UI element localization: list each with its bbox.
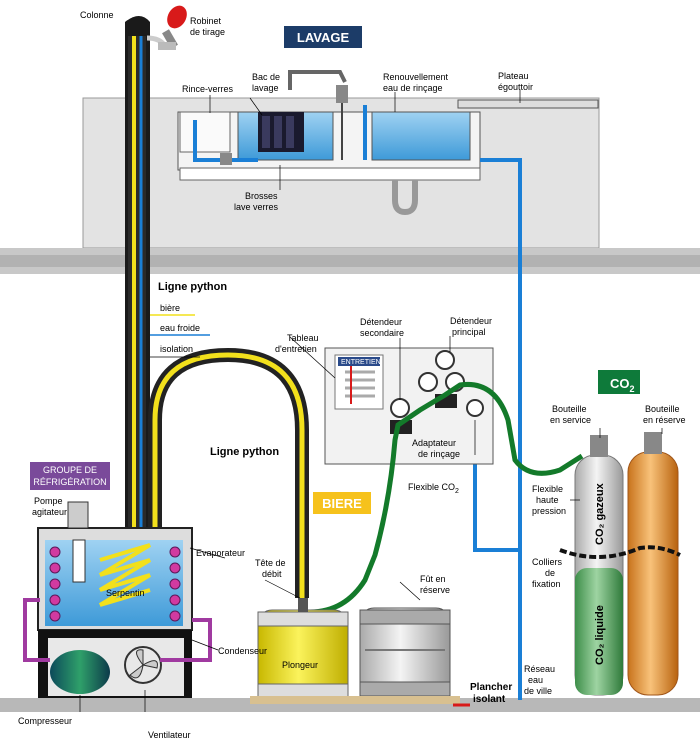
label-plancher-2: isolant [473,694,506,705]
python-line-arc [148,347,309,600]
label-robinet-2: de tirage [190,27,225,37]
label-reseau-3: de ville [524,686,552,696]
keg-reserve [359,607,451,699]
label-pompe-1: Pompe [34,496,63,506]
tap-handle-icon [158,5,187,50]
label-det-sec-2: secondaire [360,328,404,338]
label-brosses-2: lave verres [234,202,279,212]
keg-in-service [257,598,349,701]
label-tableau-2: d'entretien [275,344,317,354]
label-pompe-2: agitateur [32,507,67,517]
faucet-icon [288,70,347,90]
label-renouv-1: Renouvellement [383,72,449,82]
valve-icon [220,153,232,165]
label-evaporateur: Evaporateur [196,548,245,558]
label-renouv-2: eau de rinçage [383,83,443,93]
washing-sinks [177,70,599,216]
label-co2-gazeux: CO₂ gazeux [594,482,606,545]
section-biere: BIERE [322,496,362,511]
label-colliers-2: de [545,568,555,578]
chain-icon [559,545,681,559]
co2-gas-line [309,381,584,615]
label-flexible-co2: Flexible CO2 [408,482,459,495]
label-bout-res-2: en réserve [643,415,686,425]
label-co2-liquide: CO₂ liquide [594,605,606,665]
label-fut-1: Fût en [420,574,446,584]
leader-lines [79,90,663,712]
floor [0,698,700,712]
label-flex-hp-1: Flexible [532,484,563,494]
insulating-floor [250,696,460,704]
label-eau-froide: eau froide [160,323,200,333]
beer-column [125,16,168,600]
label-bac-2: lavage [252,83,279,93]
section-groupe-1: GROUPE DE [43,465,97,475]
label-det-pri-2: principal [452,327,486,337]
section-lavage: LAVAGE [297,30,350,45]
section-groupe-2: RÉFRIGÉRATION [33,477,106,487]
label-colliers-1: Colliers [532,557,563,567]
label-rince-verres: Rince-verres [182,84,234,94]
label-tete-1: Tête de [255,558,286,568]
label-ventilateur: Ventilateur [148,730,191,740]
label-plateau-2: égouttoir [498,82,533,92]
compressor-icon [50,650,110,694]
label-isolation: isolation [160,344,193,354]
label-plancher-1: Plancher [470,682,512,693]
label-flex-hp-2: haute [536,495,559,505]
label-bout-serv-2: en service [550,415,591,425]
label-adapt-2: de rinçage [418,449,460,459]
fan-icon [124,646,162,684]
label-plateau-1: Plateau [498,71,529,81]
label-reseau-1: Réseau [524,664,555,674]
label-colonne: Colonne [80,10,114,20]
label-det-sec-1: Détendeur [360,317,402,327]
label-tableau-1: Tableau [287,333,319,343]
label-compresseur: Compresseur [18,716,72,726]
label-bout-res-1: Bouteille [645,404,680,414]
label-fut-2: réserve [420,585,450,595]
refrigeration-unit [23,501,212,698]
label-serpentin: Serpentin [106,588,145,598]
label-tete-2: débit [262,569,282,579]
co2-cylinder-reserve [627,432,679,696]
label-entretien: ENTRETIEN [341,359,381,366]
label-flex-hp-3: pression [532,506,566,516]
label-plongeur: Plongeur [282,660,318,670]
label-bout-serv-1: Bouteille [552,404,587,414]
label-adapt-1: Adaptateur [412,438,456,448]
label-biere-strand: bière [160,303,180,313]
label-ligne-python-2: Ligne python [210,446,279,458]
label-condenseur: Condenseur [218,646,267,656]
label-bac-1: Bac de [252,72,280,82]
co2-cylinder-service [574,435,624,696]
label-colliers-3: fixation [532,579,561,589]
label-brosses-1: Brosses [245,191,278,201]
label-robinet-1: Robinet [190,16,222,26]
section-co2: CO2 [610,376,635,394]
label-det-pri-1: Détendeur [450,316,492,326]
label-ligne-python-1: Ligne python [158,281,227,293]
brushes-icon [258,112,304,152]
label-reseau-2: eau [528,675,543,685]
